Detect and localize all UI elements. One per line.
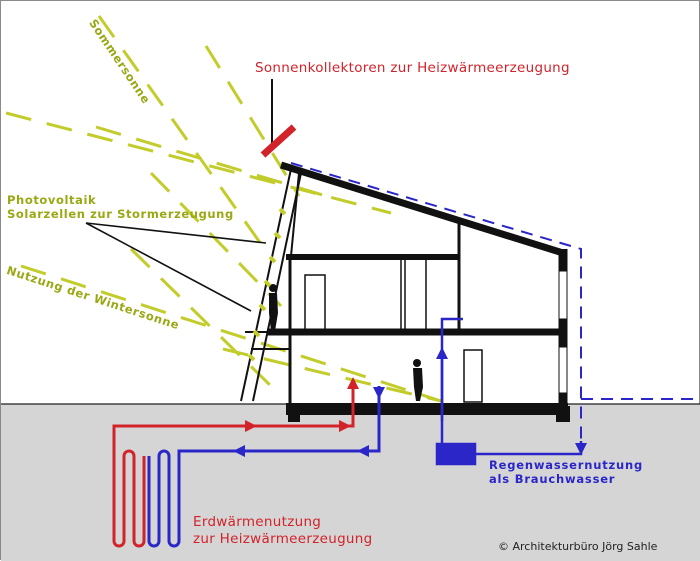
geothermal-supply-pipe: [112, 377, 359, 548]
rainwater-label-line2: als Brauchwasser: [489, 472, 616, 486]
summer-sun-rays: [97, 15, 301, 252]
photovoltaic-label-line1: Photovoltaik: [7, 193, 97, 207]
copyright-text: © Architekturbüro Jörg Sahle: [498, 540, 658, 553]
geothermal-return-pipe: [147, 386, 385, 548]
rain-gutter-line: [290, 162, 700, 441]
house-structure: [240, 79, 570, 422]
geothermal-label-line1: Erdwärmenutzung: [193, 514, 322, 530]
photovoltaic-panels: [247, 207, 287, 362]
ground-area: [1, 404, 700, 561]
pv-pointer-lines: [85, 222, 267, 312]
roof: [279, 161, 565, 257]
solar-collector-panel: [260, 124, 297, 158]
photovoltaic-label-line2: Solarzellen zur Stormerzeugung: [7, 207, 234, 221]
person-silhouettes: [269, 284, 423, 401]
rainwater-label-line1: Regenwassernutzung: [489, 458, 643, 472]
geothermal-label-line2: zur Heizwärmeerzeugung: [193, 531, 373, 547]
rainwater-system: [435, 317, 587, 466]
winter-sun-rays: [5, 111, 442, 403]
solar-collector-label: Sonnenkollektoren zur Heizwärmeerzeugung: [255, 60, 570, 76]
